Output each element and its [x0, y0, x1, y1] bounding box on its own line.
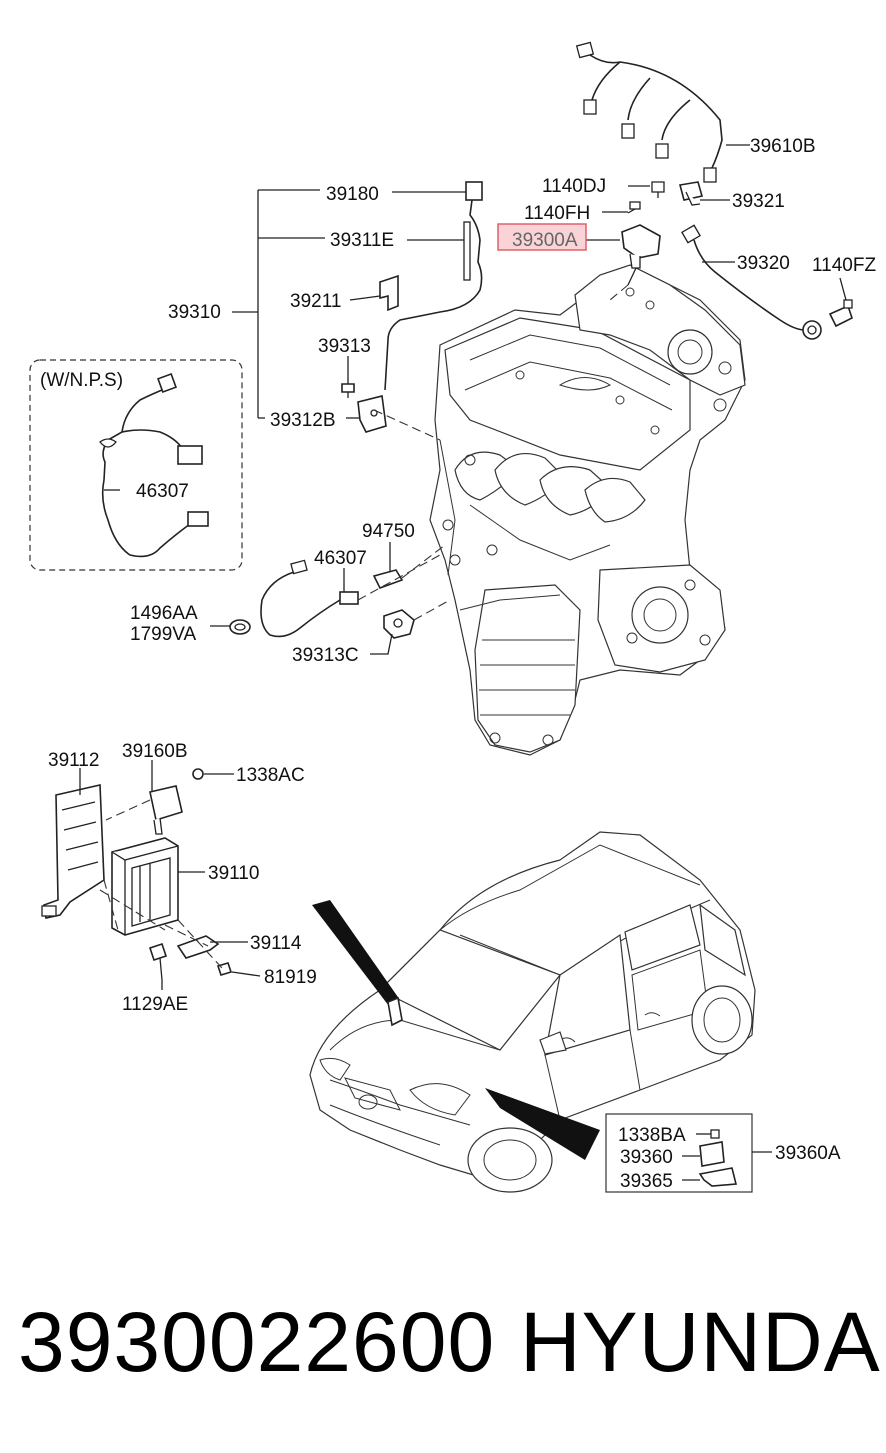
label-39365: 39365 — [620, 1171, 673, 1192]
sensor-39300A — [621, 224, 661, 286]
label-39311E: 39311E — [330, 230, 394, 251]
label-39180: 39180 — [326, 184, 379, 205]
label-1338BA: 1338BA — [618, 1125, 686, 1146]
label-1140FZ: 1140FZ — [812, 255, 876, 276]
label-39313: 39313 — [318, 336, 371, 357]
label-39160B: 39160B — [122, 741, 188, 762]
label-1496AA: 1496AA — [130, 603, 198, 624]
clip-39321 — [679, 181, 704, 206]
highlight-box-39300A — [497, 223, 587, 251]
label-39360A: 39360A — [775, 1143, 841, 1164]
knock-sensor-39320 — [681, 224, 822, 340]
label-1129AE: 1129AE — [122, 994, 188, 1015]
bolt-1140DJ — [651, 181, 665, 198]
engine-illustration — [429, 264, 746, 756]
car-illustration — [309, 831, 756, 1193]
label-39321: 39321 — [732, 191, 785, 212]
label-39110: 39110 — [208, 863, 259, 884]
wnps-inset — [29, 359, 243, 571]
label-1140FH: 1140FH — [524, 203, 590, 224]
bolt-1140FZ — [828, 299, 853, 328]
label-39112: 39112 — [48, 750, 99, 771]
label-46307-inset: 46307 — [136, 481, 189, 502]
label-39312B: 39312B — [270, 410, 336, 431]
ecu-group — [41, 768, 233, 981]
bolt-1140FH — [627, 201, 641, 214]
leader-lines — [79, 144, 847, 1181]
cam-sensor-group-39310 — [229, 181, 483, 639]
label-39320: 39320 — [737, 253, 790, 274]
label-1140DJ: 1140DJ — [542, 176, 606, 197]
part-number: 3930022600 — [18, 1295, 496, 1389]
label-39310: 39310 — [168, 302, 221, 323]
label-39114: 39114 — [250, 933, 302, 954]
label-1799VA: 1799VA — [130, 624, 197, 645]
label-39211: 39211 — [290, 291, 341, 312]
harness-39610B — [575, 41, 723, 183]
footer: 3930022600 HYUNDAI — [0, 1300, 886, 1410]
label-81919: 81919 — [264, 967, 317, 988]
label-39300A: 39300A — [512, 230, 578, 251]
label-94750: 94750 — [362, 521, 415, 542]
label-1338AC: 1338AC — [236, 765, 305, 786]
label-39610B: 39610B — [750, 136, 816, 157]
inset-39360A — [605, 1113, 753, 1193]
label-46307: 46307 — [314, 548, 367, 569]
label-39313C: 39313C — [292, 645, 359, 666]
label-wnps: (W/N.P.S) — [40, 370, 123, 391]
brand-name: HYUNDAI — [520, 1295, 886, 1389]
label-39360: 39360 — [620, 1147, 673, 1168]
callout-labels: 39610B 1140DJ 39321 39180 1140FH 39300A … — [40, 136, 876, 1192]
